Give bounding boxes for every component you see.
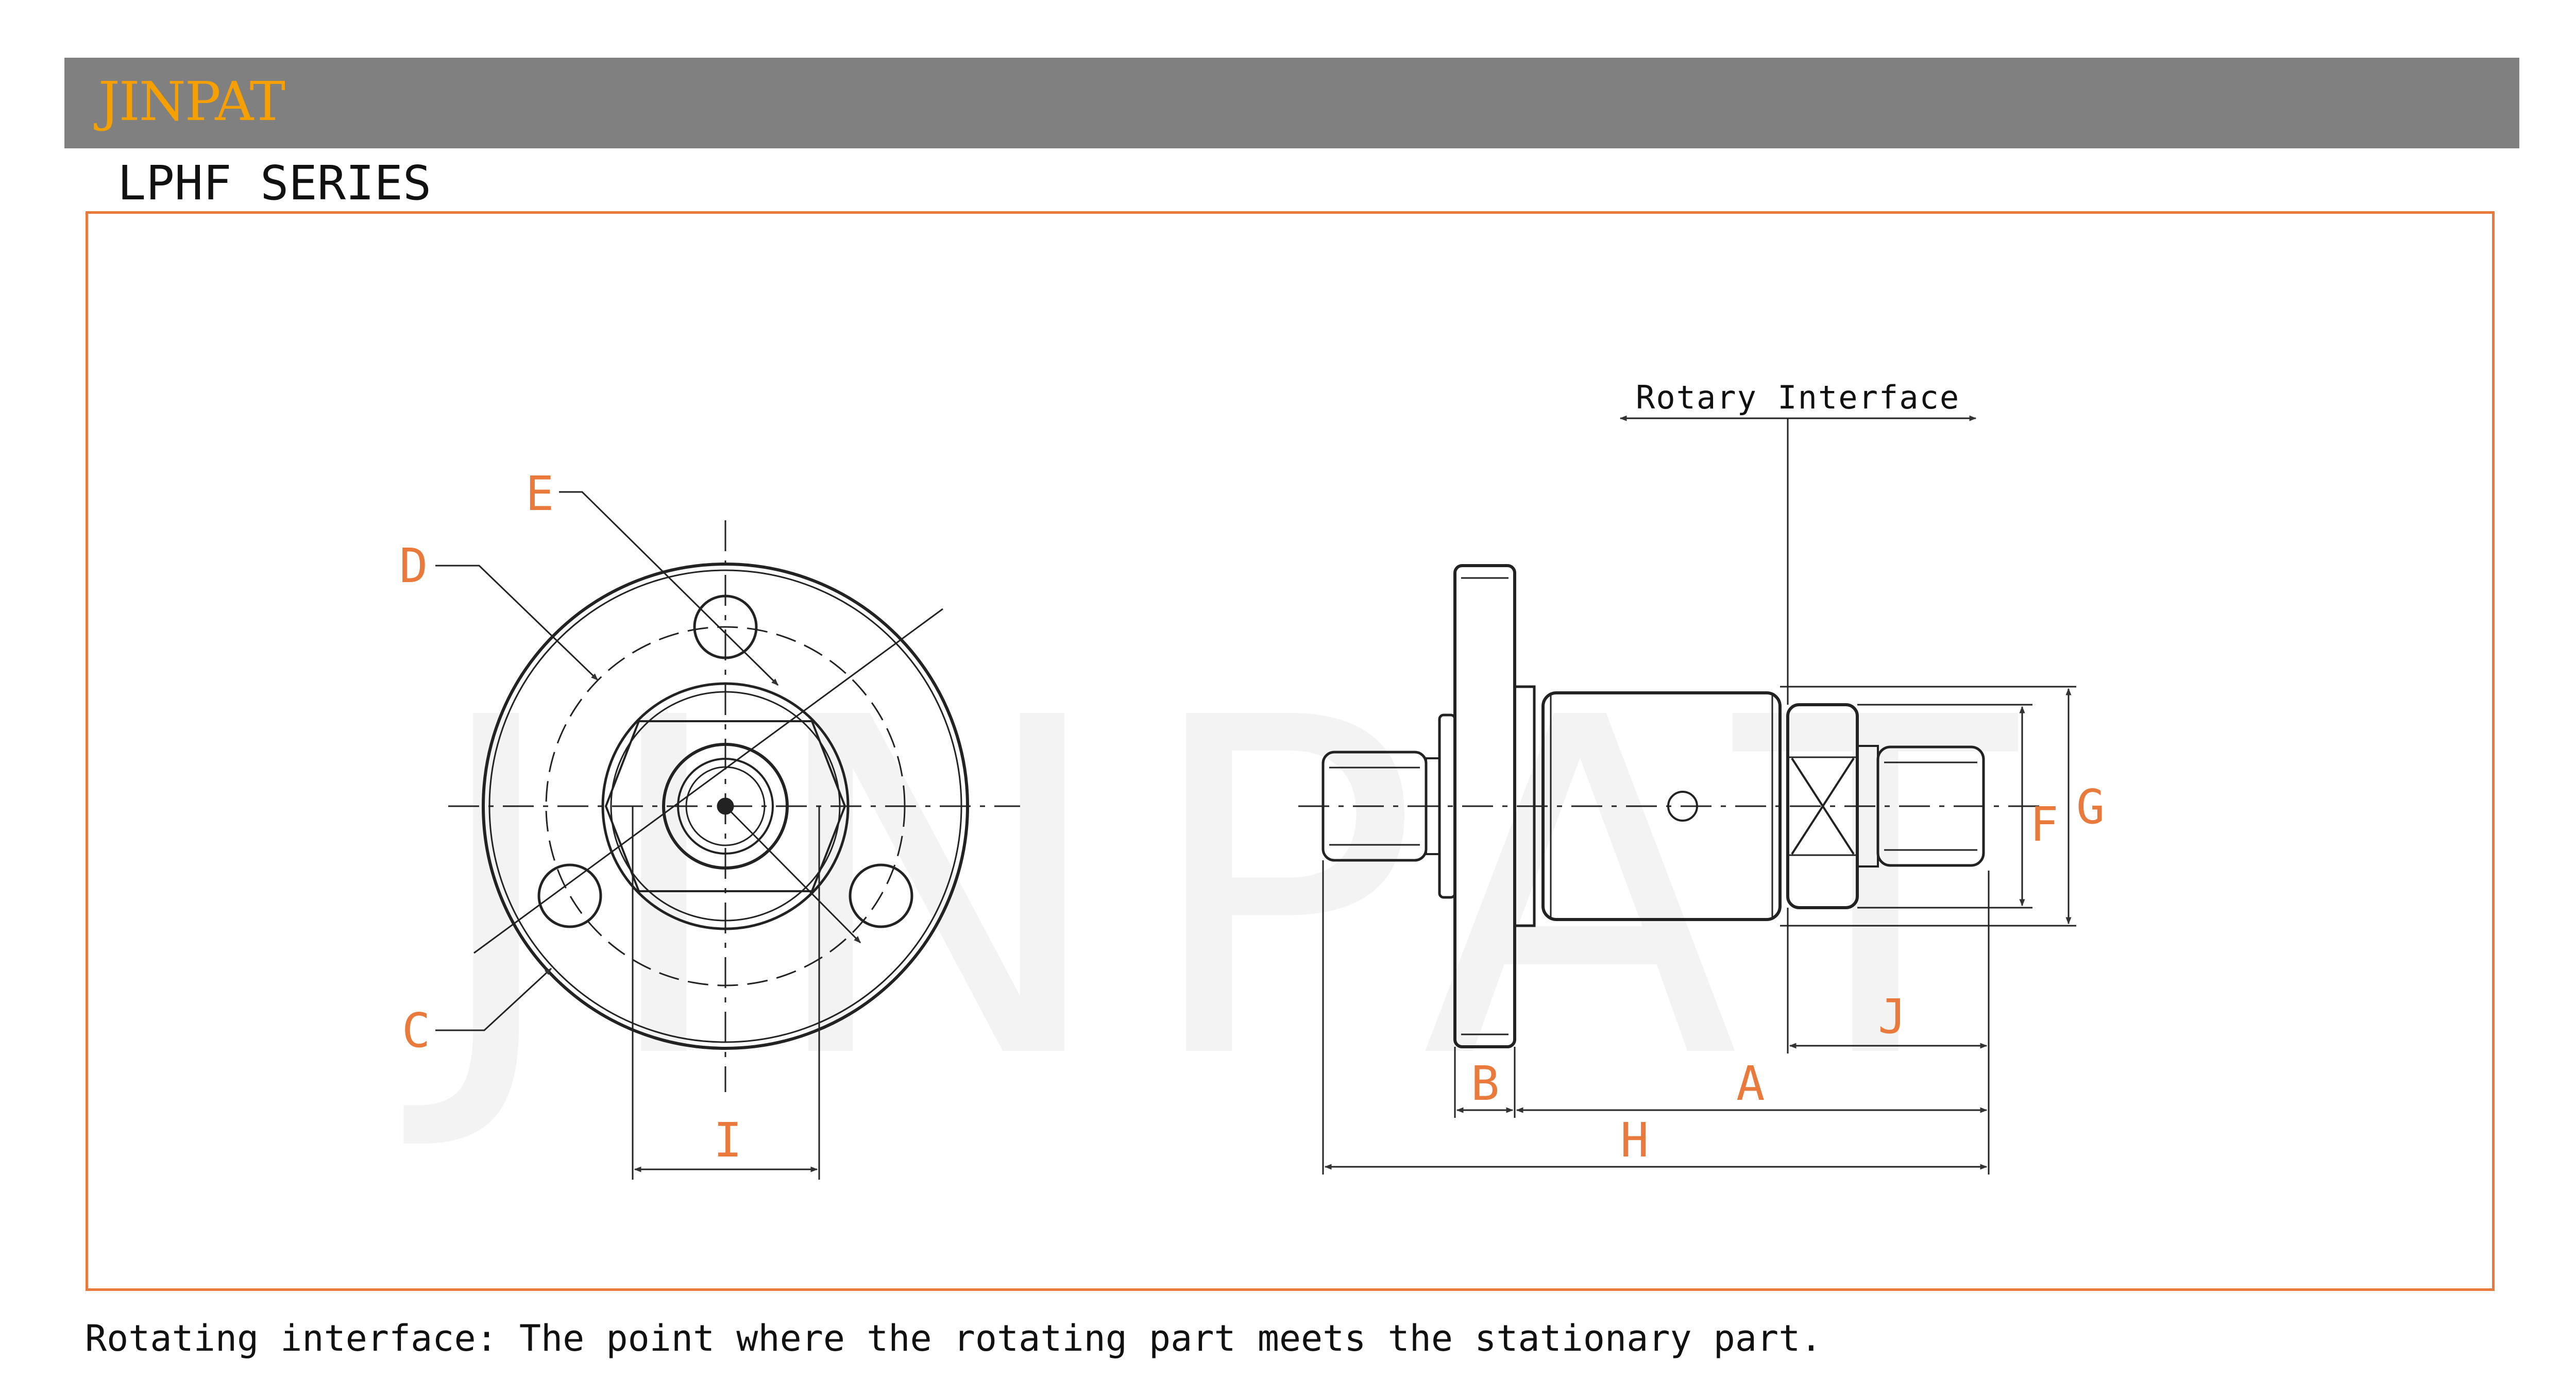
dim-label-i: I [714,1113,742,1168]
dim-label-a: A [1736,1056,1765,1111]
mount-hole-right [849,863,913,928]
brand-logo: JINPAT [98,70,285,133]
dim-label-c: C [402,1003,430,1058]
mount-hole-left [537,863,602,928]
side-view [1298,415,2076,1175]
connector-mid [677,758,774,855]
hex-diagonal [473,608,943,954]
brand-bar: JINPAT [64,58,2519,148]
right-connector-body [1876,745,1985,867]
hex-nut-outline [604,720,846,892]
body-circle-inner [610,691,841,922]
series-title: LPHF SERIES [117,156,432,211]
dim-label-j: J [1878,989,1906,1044]
dim-label-b: B [1471,1056,1499,1111]
dim-label-d: D [399,538,428,593]
dim-label-e: E [526,466,554,521]
leader-e [559,491,779,686]
leader-c [435,967,552,1031]
hex-cross-2 [1791,757,1855,855]
dim-label-h: H [1620,1113,1649,1168]
rotary-interface-label: Rotary Interface [1636,379,1960,416]
drawing-frame [86,211,2495,1291]
dim-label-g: G [2076,779,2105,835]
flange-spacer [1513,685,1536,927]
flange-inner-circle [488,569,962,1043]
main-housing [1541,691,1782,921]
front-view [435,491,1020,1180]
flange-outer-circle [482,563,969,1050]
mount-hole-top [693,594,758,659]
pitch-circle [545,626,906,986]
body-circle-outer [601,682,850,930]
housing-hole [1667,791,1698,822]
footnote: Rotating interface: The point where the … [85,1317,1822,1359]
connector-outer [662,743,789,870]
leader-d [435,565,599,681]
dim-label-f: F [2030,797,2058,852]
connector-inner [685,766,766,846]
hex-diagonal-2 [724,805,861,944]
